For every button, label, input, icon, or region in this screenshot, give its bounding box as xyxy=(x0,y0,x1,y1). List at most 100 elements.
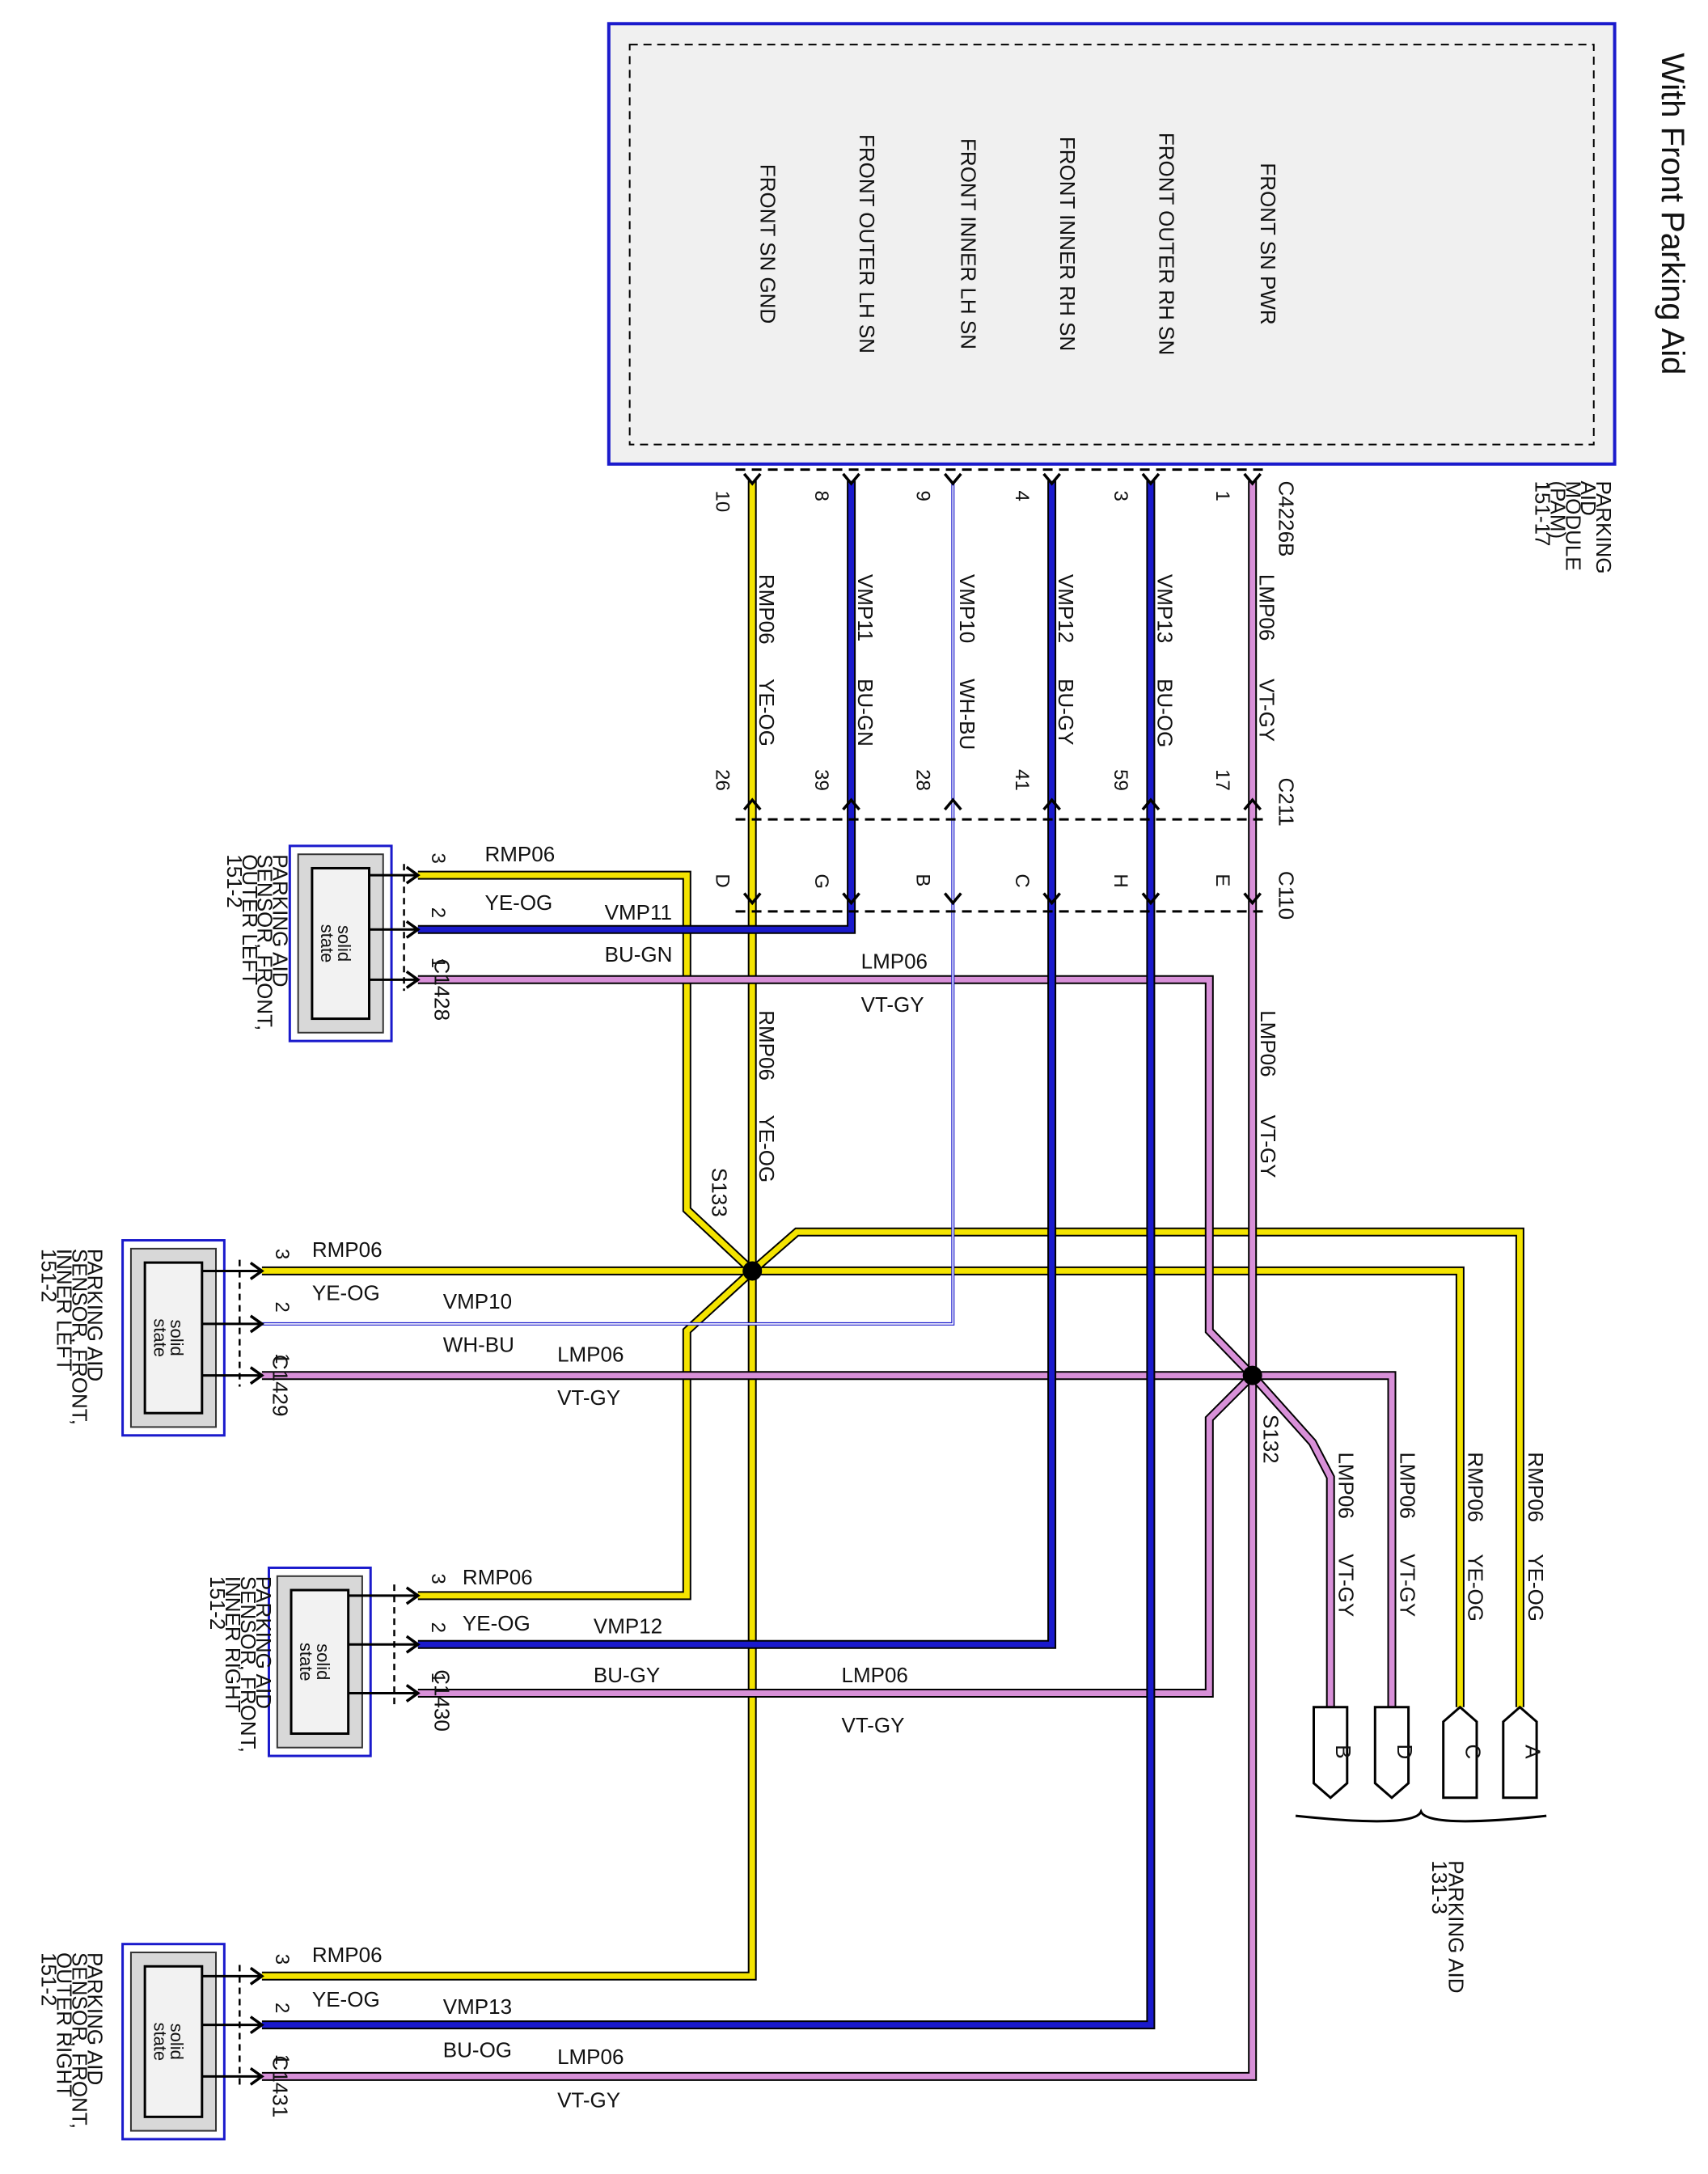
trunk-circuit-3: VMP12 xyxy=(1054,574,1078,643)
c110-pin-letter-3: C xyxy=(1011,873,1033,887)
branch-tag-b xyxy=(1313,1706,1349,1800)
branch-2-circuit: RMP06 xyxy=(1464,1452,1488,1522)
branch-3-circuit: RMP06 xyxy=(1524,1452,1548,1522)
sensor-3-name-0: PARKING AID xyxy=(252,1576,276,1709)
sensor-1-w3-circuit: RMP06 xyxy=(484,842,555,866)
sensor-3-connector: C1430 xyxy=(429,1669,454,1732)
branch-2-color: YE-OG xyxy=(1464,1554,1488,1622)
trunk-color-3: BU-GY xyxy=(1054,679,1078,745)
sensor-1-w2-color: BU-GN xyxy=(605,942,673,966)
sensor-3-w2-color: BU-GY xyxy=(594,1663,660,1687)
sensor-4-connector: C1431 xyxy=(268,2056,293,2118)
pin-arrow-c4226b-1 xyxy=(842,472,860,486)
sensor-3 xyxy=(267,1566,418,1757)
module-name-line-0: PARKING xyxy=(1592,480,1616,573)
module-pin-label-3: FRONT INNER RH SN xyxy=(1055,137,1080,351)
pin-arrow-c211-4 xyxy=(1141,797,1161,811)
c110-pin-letter-2: B xyxy=(912,873,934,886)
sensor-2-w1-circuit: LMP06 xyxy=(557,1342,624,1366)
sensor-3-pin2: 2 xyxy=(427,1622,449,1633)
pin-arrow-c211-0 xyxy=(742,797,762,811)
lower-rmp-circuit: RMP06 xyxy=(755,1010,779,1081)
module-name-line-4: 151-17 xyxy=(1530,480,1554,546)
sensor-2-w2-color: WH-BU xyxy=(443,1332,514,1356)
branch-1-circuit: LMP06 xyxy=(1395,1452,1419,1518)
pin-arrow-c110-2 xyxy=(943,892,962,906)
sensor-3-state-text: state xyxy=(296,1643,316,1681)
sensor-1-w2-circuit: VMP11 xyxy=(605,900,672,924)
sensor-1 xyxy=(288,844,418,1043)
sensor-3-w2-circuit: VMP12 xyxy=(594,1614,662,1638)
sensor-2-pin-arrow-1 xyxy=(249,1314,264,1334)
sensor-2-name-2: INNER LEFT xyxy=(53,1249,77,1372)
c211-pin-number-4: 59 xyxy=(1110,769,1131,791)
wire-rmp06-c1430 xyxy=(417,1267,755,1601)
sensor-3-name-3: 151-2 xyxy=(205,1576,230,1630)
sensor-2-w2-circuit: VMP10 xyxy=(443,1289,512,1313)
c211-pin-number-0: 26 xyxy=(711,769,733,791)
branch-tag-d xyxy=(1373,1706,1410,1800)
pin-arrow-c4226b-2 xyxy=(943,472,962,486)
parts-layer xyxy=(121,22,1617,2141)
wire-rmp06-c1429 xyxy=(261,1266,1465,1707)
splice-s133-label: S133 xyxy=(707,1168,731,1217)
sensor-2-pin1: 1 xyxy=(271,1353,293,1364)
splice-s132 xyxy=(1242,1365,1262,1385)
module-pin-label-0: FRONT SN GND xyxy=(756,164,780,324)
pin-arrow-c110-3 xyxy=(1042,892,1061,906)
connector-c4226b-label: C4226B xyxy=(1274,480,1298,556)
sensor-4 xyxy=(121,1943,262,2141)
sensor-1-name-2: OUTER LEFT xyxy=(238,854,262,985)
lower-rmp-color: YE-OG xyxy=(755,1114,779,1182)
module-pin-number-2: 9 xyxy=(912,491,934,501)
sensor-4-pin3: 3 xyxy=(271,1954,293,1965)
sensor-3-name-2: INNER RIGHT xyxy=(221,1576,245,1713)
diagram-title: With Front Parking Aid xyxy=(1655,53,1690,374)
sensor-3-w1-color: VT-GY xyxy=(841,1713,904,1737)
sensor-2-name-0: PARKING AID xyxy=(83,1249,108,1381)
trunk-circuit-4: VMP13 xyxy=(1153,574,1177,643)
c110-pin-letter-5: E xyxy=(1211,873,1233,886)
pin-arrow-c211-1 xyxy=(842,797,860,811)
wire-vmp10 xyxy=(261,480,955,1326)
module-pin-number-5: 1 xyxy=(1211,491,1233,501)
splice-s133 xyxy=(742,1261,763,1281)
branch-tag-letter-3: A xyxy=(1520,1745,1545,1759)
sensor-1-w3-color: YE-OG xyxy=(484,890,552,915)
sensor-1-pin-arrow-1 xyxy=(405,920,421,939)
connector-c110-label: C110 xyxy=(1274,871,1298,920)
pin-arrow-c110-5 xyxy=(1243,892,1262,906)
sensor-4-pin2: 2 xyxy=(271,2003,293,2013)
sensor-3-solid-text: solid xyxy=(313,1643,333,1680)
sensor-4-name-2: OUTER RIGHT xyxy=(53,1952,77,2097)
c211-pin-number-1: 39 xyxy=(810,769,832,791)
sensor-1-pin-arrow-0 xyxy=(405,865,421,885)
c211-pin-number-5: 17 xyxy=(1211,769,1233,791)
sensor-2-w1-color: VT-GY xyxy=(557,1385,620,1410)
branch-3-color: YE-OG xyxy=(1524,1554,1548,1622)
trunk-circuit-1: VMP11 xyxy=(853,574,877,641)
sensor-4-w1-circuit: LMP06 xyxy=(557,2045,624,2069)
sensor-2-name-3: 151-2 xyxy=(37,1249,61,1303)
module-pin-number-3: 4 xyxy=(1011,491,1033,501)
sensor-4-w2-circuit: VMP13 xyxy=(443,1994,512,2019)
sensor-1-pin1: 1 xyxy=(427,958,449,968)
sensor-2-pin2: 2 xyxy=(271,1301,293,1312)
sensor-1-connector: C1428 xyxy=(429,958,454,1021)
sensor-1-name-0: PARKING AID xyxy=(268,854,293,987)
c211-pin-number-3: 41 xyxy=(1011,769,1033,791)
trunk-color-0: YE-OG xyxy=(755,679,779,747)
trunk-circuit-2: VMP10 xyxy=(955,574,979,643)
branch-tag-letter-2: C xyxy=(1461,1745,1485,1760)
sensor-3-w3-circuit: RMP06 xyxy=(463,1565,533,1589)
sensor-1-name-1: SENSOR, FRONT, xyxy=(253,854,277,1030)
lower-lmp-color: VT-GY xyxy=(1256,1114,1280,1178)
pin-arrow-c110-0 xyxy=(742,892,762,906)
module-pin-label-1: FRONT OUTER LH SN xyxy=(855,134,879,353)
pin-arrow-c4226b-3 xyxy=(1042,472,1061,486)
sensor-2-state-text: state xyxy=(150,1318,170,1357)
parking-aid-module-box xyxy=(607,22,1617,466)
sensor-3-w3-color: YE-OG xyxy=(463,1611,531,1635)
sensor-1-w1-color: VT-GY xyxy=(861,992,924,1017)
